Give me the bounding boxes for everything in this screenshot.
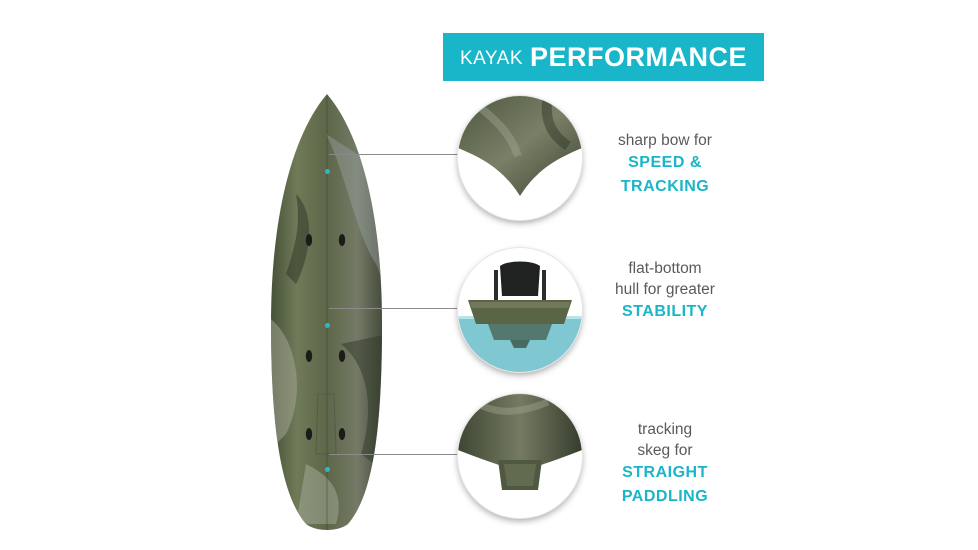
feature-bow-description: sharp bow for [618, 132, 712, 149]
kayak-hull-image [266, 94, 388, 534]
hull-stability-image [458, 248, 582, 372]
marker-dot-bow [325, 169, 330, 174]
feature-bow-highlight-2: TRACKING [620, 178, 710, 195]
feature-bow-highlight-1: SPEED & [628, 154, 702, 171]
marker-dot-skeg [325, 467, 330, 472]
title-banner: KAYAK PERFORMANCE [443, 33, 764, 81]
feature-skeg-highlight-2: PADDLING [621, 488, 709, 505]
feature-text-hull: flat-bottom hull for greater STABILITY [590, 258, 740, 324]
feature-text-bow: sharp bow for SPEED & TRACKING [590, 130, 740, 199]
feature-text-skeg: tracking skeg for STRAIGHT PADDLING [590, 419, 740, 509]
feature-hull-highlight-1: STABILITY [622, 303, 708, 320]
leader-line-hull [329, 308, 459, 309]
feature-hull-description-2: hull for greater [615, 281, 715, 298]
skeg-detail-image [458, 394, 582, 518]
feature-hull-description-1: flat-bottom [628, 260, 702, 277]
feature-skeg-highlight-1: STRAIGHT [622, 464, 708, 481]
feature-skeg-description-1: tracking [637, 421, 693, 438]
banner-prefix: KAYAK [459, 48, 524, 69]
bow-detail-image [458, 96, 582, 220]
leader-line-skeg [329, 454, 459, 455]
banner-title: PERFORMANCE [530, 41, 748, 72]
leader-line-bow [329, 154, 459, 155]
feature-skeg-description-2: skeg for [637, 442, 693, 459]
marker-dot-hull [325, 323, 330, 328]
